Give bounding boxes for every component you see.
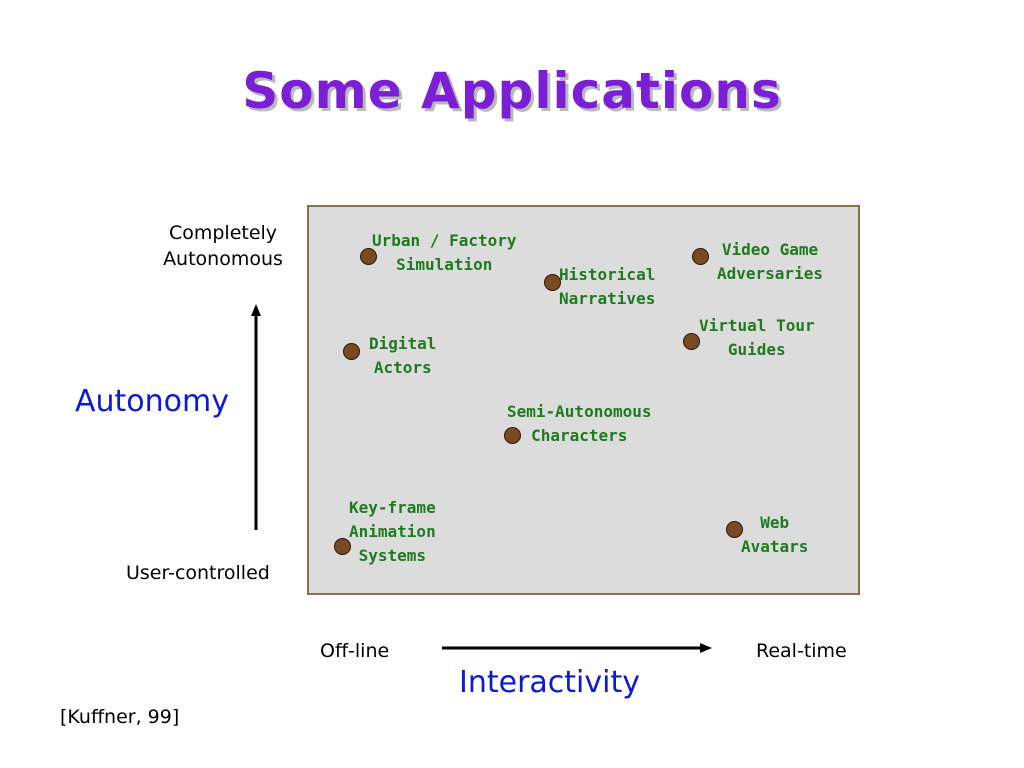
point-label: Web Avatars	[741, 511, 808, 559]
x-axis-title: Interactivity	[459, 665, 640, 700]
point-label-line: Actors	[373, 358, 432, 377]
point-dot	[343, 343, 360, 360]
point-label-line: Simulation	[396, 255, 493, 274]
point-label-line: Semi-Autonomous	[507, 402, 652, 421]
point-label-line: Urban / Factory	[372, 231, 517, 250]
point-label-line: Narratives	[559, 289, 656, 308]
point-label: Digital Actors	[369, 332, 436, 380]
point-label-line: Key-frame	[349, 498, 436, 517]
point-label: Semi-Autonomous Characters	[507, 400, 652, 448]
y-axis-title: Autonomy	[75, 384, 229, 419]
x-axis-arrow	[442, 643, 712, 653]
point-label-line: Digital	[369, 334, 437, 353]
point-label-line: Systems	[358, 546, 427, 565]
y-axis-top-label-line-1: Completely	[168, 222, 278, 244]
point-label: Key-frame Animation Systems	[349, 496, 436, 568]
plot-area: Urban / Factory Simulation Historical Na…	[307, 205, 860, 595]
y-axis-top-label: Completely Autonomous	[158, 220, 288, 272]
citation: [Kuffner, 99]	[60, 706, 180, 728]
point-label: Virtual Tour Guides	[699, 314, 815, 362]
point-label-line: Adversaries	[717, 264, 823, 283]
point-label-line: Characters	[531, 426, 628, 445]
point-label: Urban / Factory Simulation	[372, 229, 517, 277]
point-label-line: Guides	[727, 340, 786, 359]
x-axis-left-label: Off-line	[320, 640, 390, 662]
y-axis-top-label-line-2: Autonomous	[163, 248, 283, 270]
point-label-line: Web	[760, 513, 790, 532]
x-axis-right-label: Real-time	[756, 640, 847, 662]
point-dot	[334, 538, 351, 555]
point-dot	[683, 333, 700, 350]
point-dot	[504, 427, 521, 444]
point-dot	[726, 521, 743, 538]
slide-title: Some Applications	[242, 62, 782, 120]
point-label-line: Virtual Tour	[699, 316, 815, 335]
point-label-line: Avatars	[741, 537, 809, 556]
point-label-line: Historical	[559, 265, 656, 284]
point-label: Historical Narratives	[559, 263, 655, 311]
point-label: Video Game Adversaries	[717, 238, 823, 286]
point-dot	[544, 274, 561, 291]
point-dot	[360, 248, 377, 265]
y-axis-arrow	[251, 304, 261, 530]
point-label-line: Animation	[349, 522, 436, 541]
point-dot	[692, 248, 709, 265]
y-axis-bottom-label: User-controlled	[126, 562, 270, 584]
point-label-line: Video Game	[721, 240, 819, 259]
